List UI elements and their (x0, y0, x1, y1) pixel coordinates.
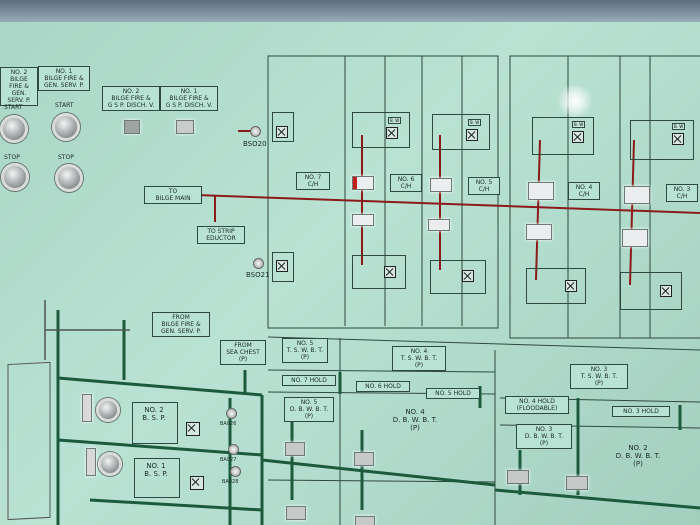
valve-box-no6 (352, 112, 410, 148)
stop-label-2: STOP (4, 154, 20, 161)
label-no6-hold: NO. 6 HOLD (356, 381, 410, 392)
valve-box-no6-lower (352, 255, 406, 289)
label-no4-ch: NO. 4 C/H (568, 182, 600, 200)
label-no4-tswbt: NO. 4 T. S. W. B. T. (P) (392, 346, 446, 371)
valve-no3-lower-icon[interactable] (660, 285, 672, 297)
valve-no7-icon[interactable] (276, 126, 288, 138)
sw-no3: B. W (672, 123, 686, 130)
valve-handle-no5[interactable] (285, 442, 305, 456)
indicator-no4 (528, 182, 554, 200)
label-bilge-fire-2: NO. 2 BILGE FIRE & GEN. SERV. P. (0, 67, 38, 106)
bso21-lamp (253, 258, 264, 269)
valve-box-no3-lower (620, 272, 682, 310)
valve-no7-lower-icon[interactable] (276, 260, 288, 272)
valve-handle-no5-lower[interactable] (286, 506, 306, 520)
valve-box-no5-lower (430, 260, 486, 294)
indicator-no6-red (352, 176, 374, 190)
pump1-switch[interactable] (86, 448, 96, 476)
lamp-ba027 (228, 444, 239, 455)
label-ba026: BA026 (220, 421, 237, 427)
pump2-selector[interactable] (96, 398, 120, 422)
indicator-no5 (430, 178, 452, 192)
start-button-2[interactable] (0, 115, 28, 143)
valve-box-no3 (630, 120, 694, 160)
label-no7-ch: NO. 7 C/H (296, 172, 330, 190)
valve-no5-lower-icon[interactable] (462, 270, 474, 282)
label-pump-1: NO. 1 B. S. P. (144, 462, 168, 478)
label-from-bilge-fire: FROM BILGE FIRE & GEN. SERV. P. (152, 312, 210, 337)
sw-no5: B. W (468, 119, 482, 126)
sw-no6: B. W (388, 117, 402, 124)
panel-top-frame (0, 0, 700, 24)
indicator-no6-lower (352, 214, 374, 226)
label-to-bilge-main: TO BILGE MAIN (144, 186, 202, 204)
pump-box-2 (132, 402, 178, 444)
indicator-no3-lower (622, 229, 648, 247)
label-disch-valve-2: NO. 2 BILGE FIRE & G S P. DISCH. V. (102, 86, 160, 111)
lamp-ba028 (230, 466, 241, 477)
valve-no4-icon[interactable] (572, 131, 584, 143)
valve-no6-lower-icon[interactable] (384, 266, 396, 278)
valve-handle-no2[interactable] (566, 476, 588, 490)
label-no7-hold: NO. 7 HOLD (282, 375, 336, 386)
pump2-switch[interactable] (82, 394, 92, 422)
valve-no3-icon[interactable] (672, 133, 684, 145)
label-no2-dbwbt: NO. 2 D. B. W. B. T. (P) (615, 444, 661, 468)
label-no3-tswbt: NO. 3 T. S. W. B. T. (P) (570, 364, 628, 389)
indicator-no4-lower (526, 224, 552, 240)
label-no5-hold: NO. 5 HOLD (426, 388, 480, 399)
valve-ba-1-icon[interactable] (190, 476, 204, 490)
light-glare (555, 85, 595, 117)
start-label-2: START (4, 104, 23, 111)
start-label-1: START (55, 102, 74, 109)
valve-handle-no3[interactable] (507, 470, 529, 484)
indicator-no3 (624, 186, 650, 204)
label-ba027: BA027 (220, 457, 237, 463)
label-ba028: BA028 (222, 479, 239, 485)
label-no3-ch: NO. 3 C/H (666, 184, 698, 202)
label-no4-dbwbt: NO. 4 D. B. W. B. T. (P) (392, 408, 438, 432)
sw-no4: B. W (572, 121, 586, 128)
label-no4-hold: NO. 4 HOLD (FLOODABLE) (505, 396, 569, 414)
label-bilge-fire-1: NO. 1 BILGE FIRE & GEN. SERV. P. (38, 66, 90, 91)
bso21-label: BSO21 (246, 271, 270, 279)
label-pump-2: NO. 2 B. S. P. (142, 406, 166, 422)
valve-box-no4 (532, 117, 594, 155)
stop-button-1[interactable] (55, 164, 83, 192)
valve-no5-icon[interactable] (466, 129, 478, 141)
valve-handle-no4[interactable] (354, 452, 374, 466)
valve-no4-lower-icon[interactable] (565, 280, 577, 292)
label-no6-ch: NO. 6 C/H (390, 174, 422, 192)
indicator-no5-lower (428, 219, 450, 231)
pump-box-1 (134, 458, 180, 498)
valve-no6-icon[interactable] (386, 127, 398, 139)
valve-indicator-2 (124, 120, 140, 134)
label-to-strip-eductor: TO STRIP EDUCTOR (197, 226, 245, 244)
start-button-1[interactable] (52, 113, 80, 141)
bso20-lamp (250, 126, 261, 137)
valve-ba-2-icon[interactable] (186, 422, 200, 436)
valve-box-no7 (272, 112, 294, 142)
lamp-ba026 (226, 408, 237, 419)
valve-box-no4-lower (526, 268, 586, 304)
stop-button-2[interactable] (1, 163, 29, 191)
hold-grid-right (509, 55, 700, 339)
label-no3-hold: NO. 3 HOLD (612, 406, 670, 417)
label-disch-valve-1: NO. 1 BILGE FIRE & G S P. DISCH. V. (160, 86, 218, 111)
valve-indicator-1 (176, 120, 194, 134)
valve-box-no7-lower (272, 252, 294, 282)
valve-handle-no4-lower[interactable] (355, 516, 375, 525)
label-from-sea-chest: FROM SEA CHEST (P) (220, 340, 266, 365)
label-no3-dbwbt: NO. 3 D. B. W. B. T. (P) (516, 424, 572, 449)
pump1-selector[interactable] (98, 452, 122, 476)
side-cabinet (7, 361, 51, 521)
bso20-label: BSO20 (243, 140, 267, 148)
valve-box-no5 (432, 114, 490, 150)
label-no5-dbwbt: NO. 5 D. B. W. B. T. (P) (284, 397, 334, 422)
label-no5-ch: NO. 5 C/H (468, 177, 500, 195)
label-no5-tswbt: NO. 5 T. S. W. B. T. (P) (282, 338, 328, 363)
stop-label-1: STOP (58, 154, 74, 161)
